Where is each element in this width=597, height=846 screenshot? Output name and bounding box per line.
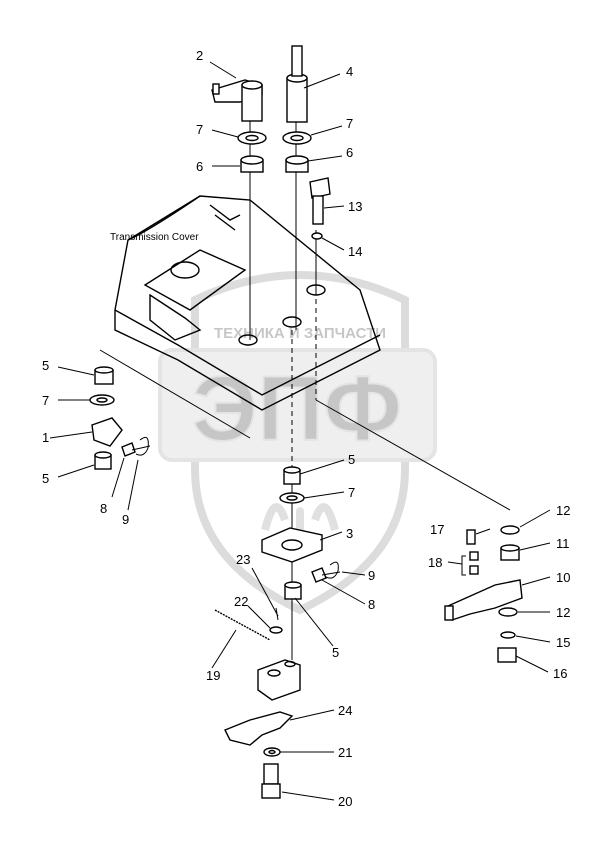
lower-parts-group (214, 581, 302, 799)
callout-6: 6 (196, 159, 203, 174)
callout-5: 5 (42, 358, 49, 373)
watermark: ЭПФ ТЕХНИКА И ЗАПЧАСТИ (158, 271, 437, 615)
callout-23: 23 (236, 552, 250, 567)
callout-6: 6 (346, 145, 353, 160)
callout-8: 8 (100, 501, 107, 516)
callout-24: 24 (338, 703, 352, 718)
part-8-9-right (311, 561, 341, 583)
callout-4: 4 (346, 64, 353, 79)
callout-1: 1 (42, 430, 49, 445)
callout-12: 12 (556, 605, 570, 620)
transmission-cover: Transmission Cover (110, 195, 381, 411)
callout-13: 13 (348, 199, 362, 214)
part-4-shaft (286, 45, 308, 123)
part-13-bolt (309, 177, 331, 240)
callout-17: 17 (430, 522, 444, 537)
callout-11: 11 (556, 536, 570, 551)
watermark-logo-box (158, 348, 437, 462)
leader-lines (49, 61, 551, 801)
callout-21: 21 (338, 745, 352, 760)
callout-10: 10 (556, 570, 570, 585)
watermark-text: ТЕХНИКА И ЗАПЧАСТИ (214, 325, 386, 342)
part-2-lever (211, 79, 263, 122)
callout-8: 8 (368, 597, 375, 612)
watermark-logo: ЭПФ (192, 358, 402, 460)
callout-3: 3 (346, 526, 353, 541)
callout-5: 5 (42, 471, 49, 486)
callout-7: 7 (42, 393, 49, 408)
callout-5: 5 (332, 645, 339, 660)
callout-19: 19 (206, 668, 220, 683)
left-parts-group (89, 366, 151, 470)
callout-2: 2 (196, 48, 203, 63)
callouts: 2 4 7 7 6 6 13 14 5 7 1 5 8 9 5 7 3 12 1… (42, 48, 570, 809)
callout-12: 12 (556, 503, 570, 518)
callout-20: 20 (338, 794, 352, 809)
center-parts-group (261, 466, 323, 563)
transmission-cover-label: Transmission Cover (110, 232, 199, 243)
callout-9: 9 (122, 512, 129, 527)
callout-16: 16 (553, 666, 567, 681)
callout-15: 15 (556, 635, 570, 650)
callout-14: 14 (348, 244, 362, 259)
callout-18: 18 (428, 555, 442, 570)
callout-7: 7 (348, 485, 355, 500)
callout-9: 9 (368, 568, 375, 583)
callout-7: 7 (346, 116, 353, 131)
washers-bushings-top (237, 131, 312, 173)
callout-22: 22 (234, 594, 248, 609)
right-parts-group (444, 525, 523, 663)
callout-7: 7 (196, 122, 203, 137)
callout-5: 5 (348, 452, 355, 467)
